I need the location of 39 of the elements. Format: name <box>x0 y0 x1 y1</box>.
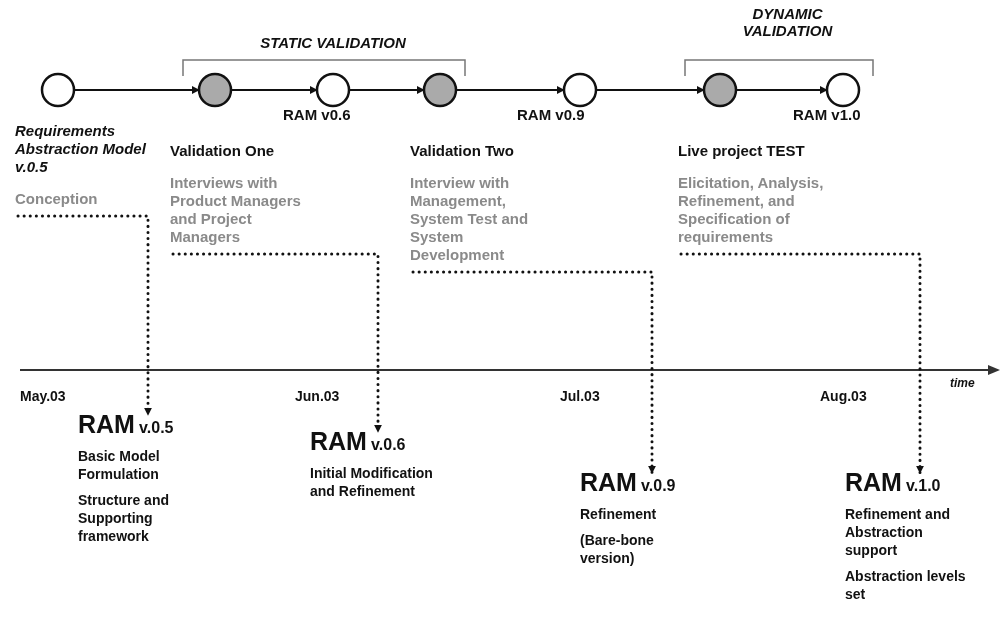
arrow <box>735 86 828 94</box>
version-title: RAM v.0.9 <box>580 473 677 495</box>
arrow <box>595 86 705 94</box>
date-label: Aug.03 <box>820 388 867 404</box>
arrow <box>348 86 425 94</box>
version-title: RAM v.0.5 <box>78 415 175 437</box>
activity-description: Interview with Management, System Test and System Development <box>410 174 530 264</box>
axis-label: time <box>950 376 975 390</box>
version-title: RAM v.0.6 <box>310 432 407 454</box>
dotted-arrow <box>679 252 924 475</box>
activity-description: Interviews with Product Managers and Project Managers <box>170 174 302 246</box>
activity-description: Conception <box>15 190 99 208</box>
arrow <box>455 86 565 94</box>
arrow <box>230 86 318 94</box>
dotted-arrow <box>16 214 152 417</box>
date-label: Jun.03 <box>295 388 340 404</box>
activity-title: Live project TEST <box>678 142 806 160</box>
version-description: Structure and Supporting framework <box>78 491 170 545</box>
version-label: RAM v0.6 <box>283 106 351 123</box>
phase-label: DYNAMIC VALIDATION <box>741 5 834 39</box>
dotted-arrow <box>411 270 656 475</box>
phase-label: STATIC VALIDATION <box>259 34 407 51</box>
date-label: Jul.03 <box>560 388 600 404</box>
version-description: Refinement <box>580 505 658 523</box>
version-description: Basic Model Formulation <box>78 447 161 483</box>
date-label: May.03 <box>20 388 66 404</box>
version-description: (Bare-bone version) <box>580 531 655 567</box>
version-description: Abstraction levels set <box>845 567 967 603</box>
dotted-arrow <box>171 252 382 434</box>
version-title: RAM v.1.0 <box>845 473 942 495</box>
activity-title: Requirements Abstraction Model v.0.5 <box>15 122 147 176</box>
version-label: RAM v1.0 <box>793 106 861 123</box>
version-description: Initial Modification and Refinement <box>310 464 434 500</box>
arrow <box>73 86 200 94</box>
activity-description: Elicitation, Analysis, Refinement, and Specification of requirements <box>678 174 825 246</box>
activity-title: Validation Two <box>410 142 515 160</box>
version-description: Refinement and Abstraction support <box>845 505 951 559</box>
version-label: RAM v0.9 <box>517 106 585 123</box>
activity-title: Validation One <box>170 142 276 160</box>
